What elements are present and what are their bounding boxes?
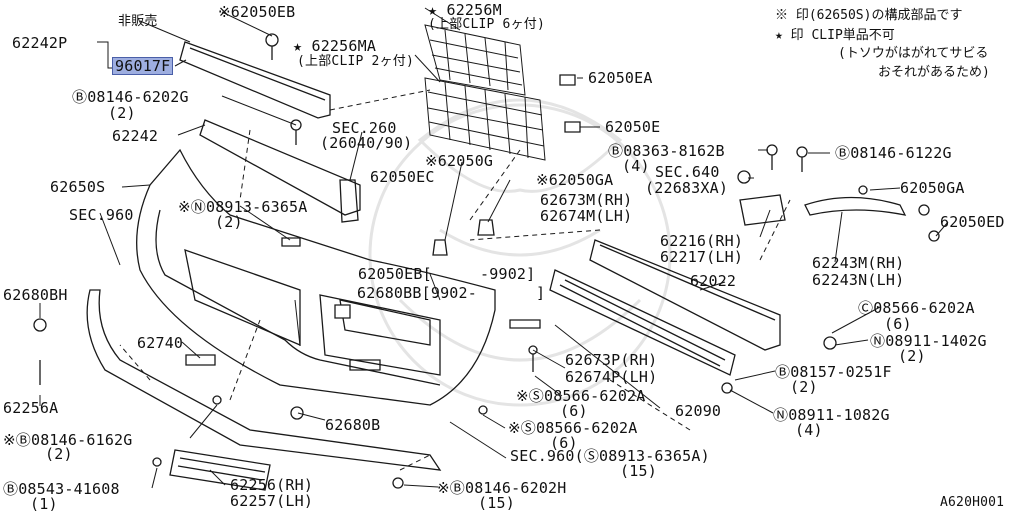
label-sec960-bottom-qty: (15) [620, 462, 657, 480]
label-08157-0251F[interactable]: Ⓑ08157-0251F [775, 363, 892, 381]
label-62674M[interactable]: 62674M(LH) [540, 207, 633, 225]
label-62050EA[interactable]: 62050EA [588, 69, 653, 87]
label-62050EB-mid[interactable]: 62050EB[ [358, 265, 432, 283]
label-62256RH[interactable]: 62256(RH) [230, 476, 314, 494]
label-08146-6202G[interactable]: Ⓑ08146-6202G [72, 88, 189, 106]
label-62216[interactable]: 62216(RH) [660, 232, 744, 250]
energy-absorber [549, 269, 736, 376]
label-08157-0251F-qty: (2) [790, 378, 818, 396]
label-62050GA-left[interactable]: ※62050GA [536, 171, 614, 189]
label-08146-6202H[interactable]: ※Ⓑ08146-6202H [437, 479, 567, 497]
label-range-close: ] [536, 284, 546, 302]
label-62022[interactable]: 62022 [690, 272, 737, 290]
label-62256M-sub: (上部CLIP 6ヶ付) [428, 17, 546, 32]
label-62256MA[interactable]: ★ 62256MA [293, 37, 377, 55]
label-08911-1082G-qty: (4) [795, 421, 823, 439]
lower-lip [86, 289, 442, 471]
label-62050G[interactable]: ※62050G [425, 152, 494, 170]
label-08146-6162G[interactable]: ※Ⓑ08146-6162G [3, 431, 133, 449]
label-62674P[interactable]: 62674P(LH) [565, 368, 658, 386]
label-62050ED[interactable]: 62050ED [940, 213, 1005, 231]
label-sec640-sub: (22683XA) [645, 179, 729, 197]
label-08543-41608-qty: (1) [30, 495, 58, 513]
label-08911-1082G[interactable]: Ⓝ08911-1082G [773, 406, 890, 424]
upper-reinforcement [179, 41, 331, 119]
bumper-fascia [136, 148, 496, 406]
front-reinforcement [589, 239, 781, 351]
label-08146-6202G-qty: (2) [108, 104, 136, 122]
label-08363-8162B-qty: (4) [622, 157, 650, 175]
label-62050GA-right[interactable]: 62050GA [900, 179, 965, 197]
label-62673M[interactable]: 62673M(RH) [540, 191, 633, 209]
bracket-62216 [739, 194, 786, 226]
label-08913-6365A-top-qty: (2) [215, 213, 243, 231]
label-62673P[interactable]: 62673P(RH) [565, 351, 658, 369]
label-range-9902: -9902] [480, 265, 536, 283]
label-sec960-bottom[interactable]: SEC.960(Ⓢ08913-6365A) [510, 447, 710, 465]
fog-cover [169, 449, 271, 491]
label-62050EB-top[interactable]: ※62050EB [218, 3, 296, 21]
label-08566-6202A-low[interactable]: ※Ⓢ08566-6202A [508, 419, 638, 437]
label-62242[interactable]: 62242 [112, 127, 159, 145]
label-08146-6202H-qty: (15) [478, 494, 515, 512]
label-08566-6202A-mid-qty: (6) [560, 402, 588, 420]
label-62256MA-sub: (上部CLIP 2ヶ付) [297, 54, 415, 69]
label-sec960-left[interactable]: SEC.960 [69, 206, 134, 224]
main-grille [424, 77, 546, 161]
label-08913-6365A-top[interactable]: ※Ⓝ08913-6365A [178, 198, 308, 216]
label-62256M[interactable]: ★ 62256M [428, 1, 502, 19]
label-96017F[interactable]: 96017F [112, 57, 174, 75]
fasteners [33, 33, 940, 489]
label-08543-41608[interactable]: Ⓑ08543-41608 [3, 480, 120, 498]
label-62680B[interactable]: 62680B [325, 416, 381, 434]
label-08363-8162B[interactable]: Ⓑ08363-8162B [608, 142, 725, 160]
label-62680BB[interactable]: 62680BB[9902- [357, 284, 477, 302]
label-not-for-sale: 非販売 [118, 14, 158, 29]
label-62256A[interactable]: 62256A [3, 399, 59, 417]
label-62740[interactable]: 62740 [137, 334, 184, 352]
label-62050E[interactable]: 62050E [605, 118, 661, 136]
label-08146-6162G-qty: (2) [45, 445, 73, 463]
label-62680BH[interactable]: 62680BH [3, 286, 68, 304]
label-62217[interactable]: 62217(LH) [660, 248, 744, 266]
label-08566-6202A-low-qty: (6) [550, 434, 578, 452]
note-line-3: (トソウがはがれてサビる [838, 46, 989, 61]
label-62243N[interactable]: 62243N(LH) [812, 271, 905, 289]
label-62090[interactable]: 62090 [675, 402, 722, 420]
label-62242P[interactable]: 62242P [12, 34, 68, 52]
dashed-guides [119, 89, 791, 471]
label-62257LH[interactable]: 62257(LH) [230, 492, 314, 510]
watermark-emblem [368, 98, 672, 407]
label-62243M[interactable]: 62243M(RH) [812, 254, 905, 272]
label-sec640[interactable]: SEC.640 [655, 163, 720, 181]
label-sec260[interactable]: SEC.260 [332, 119, 397, 137]
side-bracket [804, 196, 907, 216]
label-08566-6202A-mid[interactable]: ※Ⓢ08566-6202A [516, 387, 646, 405]
upper-grille [424, 24, 526, 96]
label-08911-1402G[interactable]: Ⓝ08911-1402G [870, 332, 987, 350]
label-62050EC[interactable]: 62050EC [370, 168, 435, 186]
note-line-1: ※ 印(62650S)の構成部品です [775, 8, 963, 23]
label-sec260-sub: (26040/90) [320, 134, 413, 152]
note-line-4: おそれがあるため) [878, 65, 990, 80]
label-08146-6122G[interactable]: Ⓑ08146-6122G [835, 144, 952, 162]
label-08566-6202A-right[interactable]: Ⓒ08566-6202A [858, 299, 975, 317]
leader-lines [39, 7, 949, 489]
diagram-id: A620H001 [940, 495, 1005, 510]
label-62650S[interactable]: 62650S [50, 178, 106, 196]
label-08911-1402G-qty: (2) [898, 347, 926, 365]
note-line-2: ★ 印 CLIP単品不可 [775, 28, 895, 43]
label-08566-6202A-right-qty: (6) [884, 315, 912, 333]
